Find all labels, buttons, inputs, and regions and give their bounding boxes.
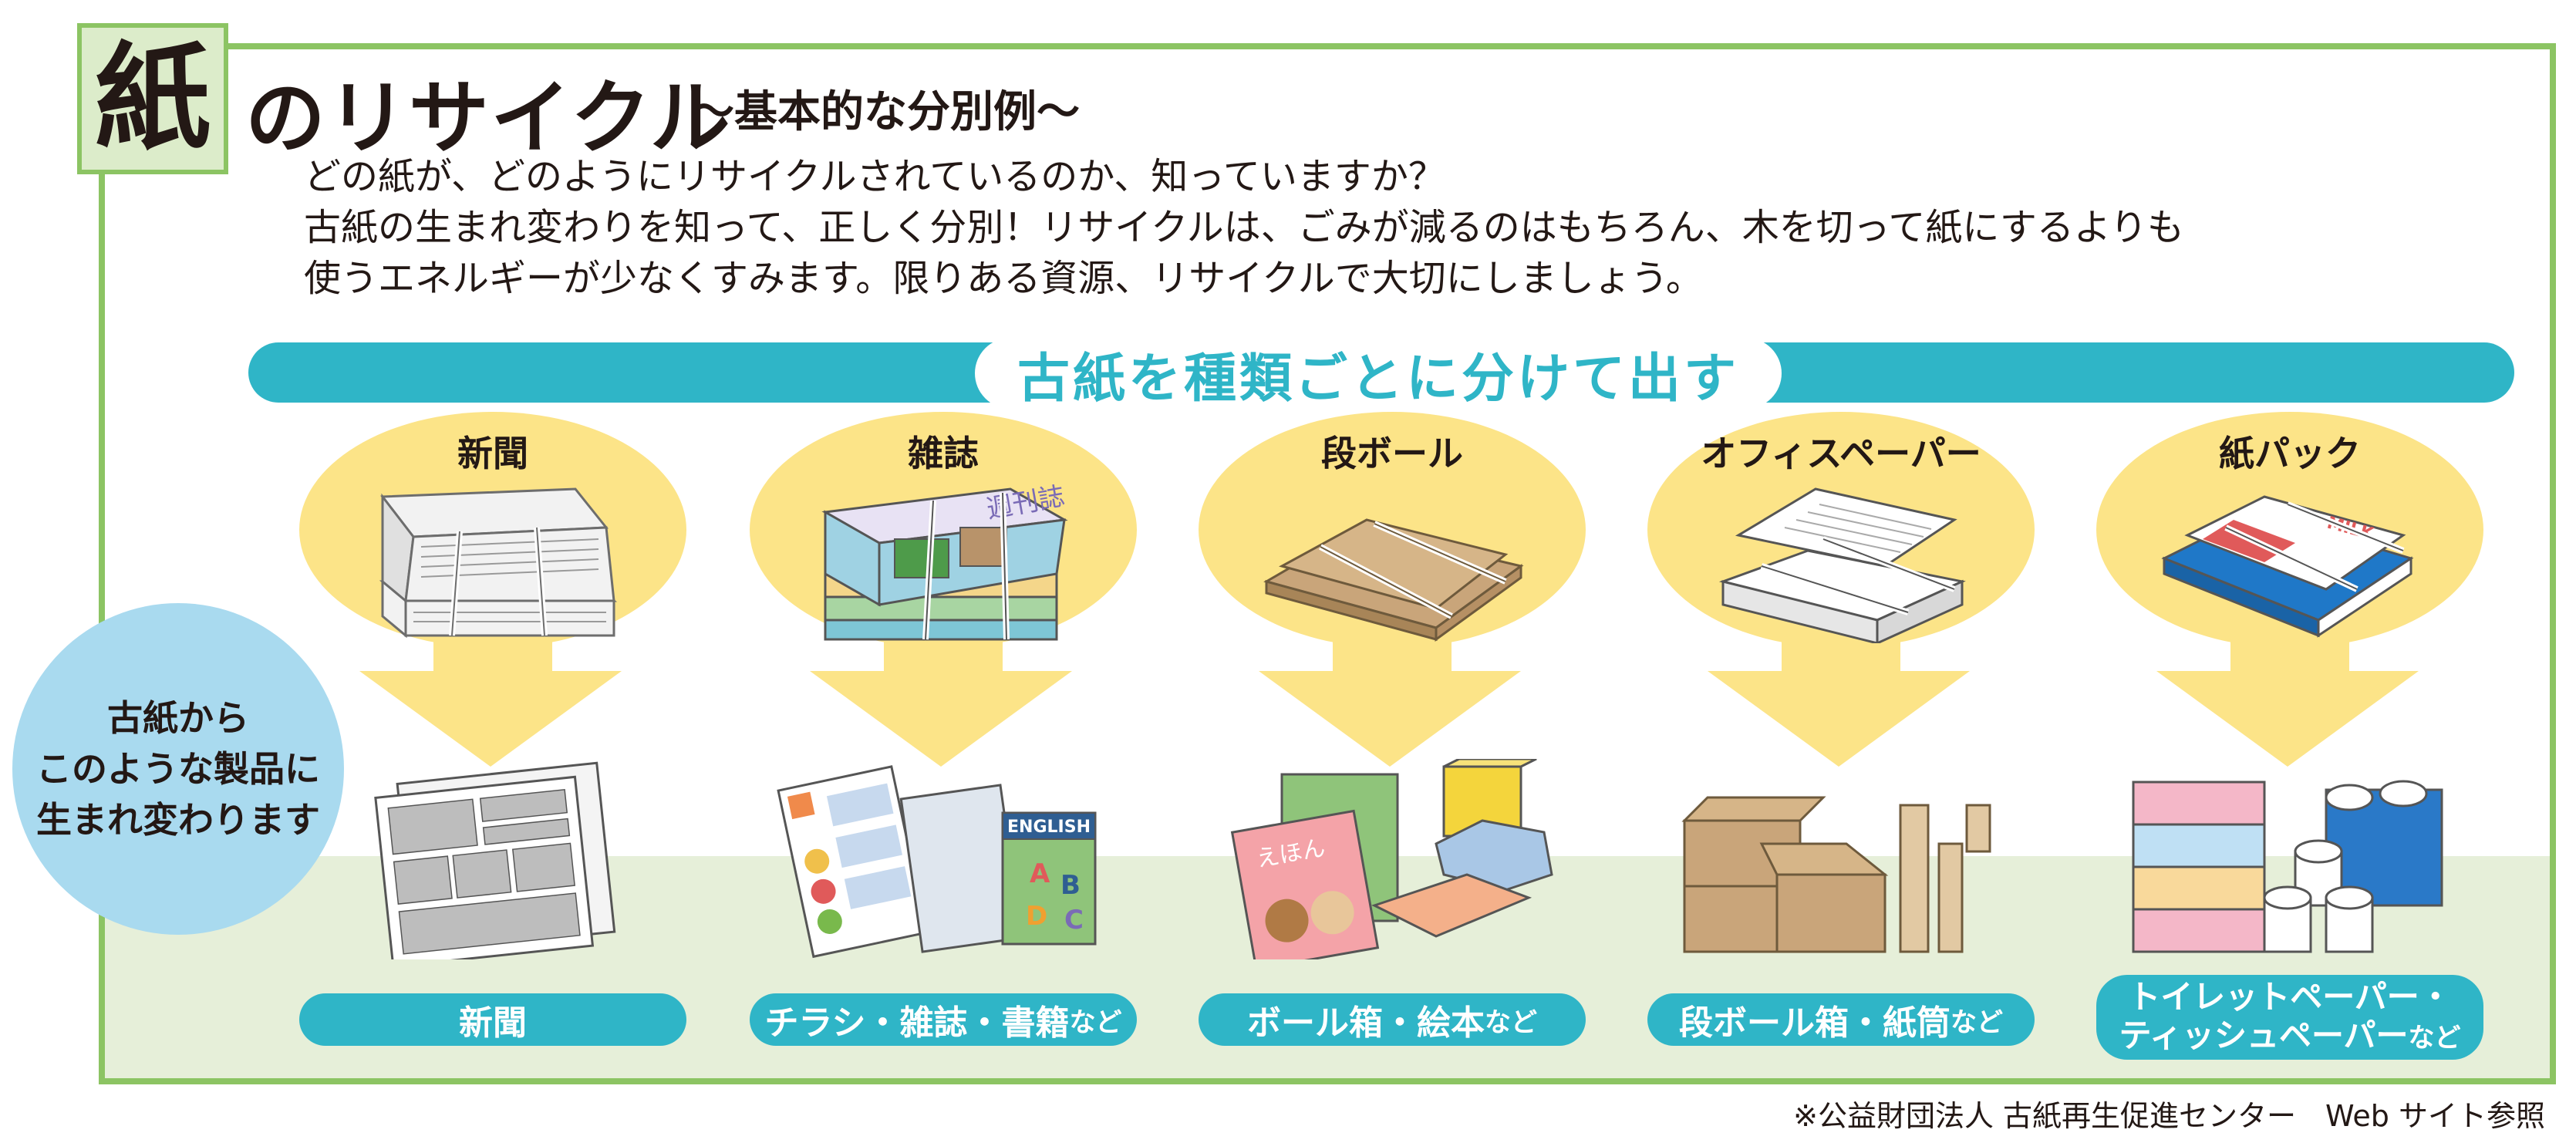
svg-text:ENGLISH: ENGLISH [1007, 818, 1091, 837]
banner-heading: 古紙を種類ごとに分けて出す [975, 338, 1782, 410]
product-label-suffix: など [1485, 1006, 1537, 1038]
svg-text:D: D [1026, 901, 1047, 932]
product-label-text: ボール箱・絵本 [1247, 1003, 1485, 1043]
category-label: 雑誌 [908, 433, 979, 474]
product-label: ボール箱・絵本など [1199, 993, 1586, 1046]
intro-line: 使うエネルギーが少なくすみます。限りある資源、リサイクルで大切にしましょう。 [304, 257, 1703, 300]
recycle-info-circle: 古紙から このような製品に 生まれ変わります [12, 603, 344, 935]
down-arrow-head [1708, 671, 1970, 767]
cardboard-product-icon: えほん [1230, 759, 1553, 959]
magazine-bundle-icon: 週刊誌 [821, 481, 1068, 641]
down-arrow-head [810, 671, 1072, 767]
page-subtitle: ～基本的な分別例～ [691, 87, 1080, 137]
product-label-text: チラシ・雑誌・書籍 [764, 1003, 1070, 1043]
newspaper-bundle-icon [379, 487, 618, 639]
circle-line: 生まれ変わります [36, 799, 320, 841]
product-label-text: ティッシュペーパー [2119, 1016, 2409, 1054]
svg-text:B: B [1060, 870, 1081, 901]
intro-text: どの紙が、どのようにリサイクルされているのか、知っていますか？ 古紙の生まれ変わ… [304, 151, 2184, 304]
title-kanji: 紙 [94, 32, 211, 166]
cardboard-bundle-icon [1263, 518, 1524, 642]
category-newspaper: 新聞 新聞 [282, 412, 699, 1052]
category-office-paper: オフィスペーパー 段ボール箱・紙筒など [1630, 412, 2047, 1052]
category-label: オフィスペーパー [1701, 433, 1981, 474]
product-label: 段ボール箱・紙筒など [1647, 993, 2035, 1046]
down-arrow-head [2156, 671, 2419, 767]
intro-line: 古紙の生まれ変わりを知って、正しく分別！リサイクルは、ごみが減るのはもちろん、木… [304, 206, 2184, 249]
product-label-text: 段ボール箱・紙筒 [1679, 1003, 1951, 1043]
newspaper-product-icon [374, 761, 616, 959]
tissue-toilet-paper-icon [2132, 780, 2443, 953]
page-title: のリサイクル [245, 71, 732, 165]
product-label-line1: トイレットペーパー・ [2128, 977, 2452, 1016]
title-kanji-box: 紙 [77, 23, 228, 174]
product-label-suffix: など [2408, 1022, 2461, 1054]
down-arrow-head [1259, 671, 1521, 767]
category-paper-carton: 紙パック MILK トイレットペーパー・ ティッシュペーパーなど [2079, 412, 2496, 1060]
category-label: 段ボール [1321, 433, 1463, 474]
source-credit: ※公益財団法人 古紙再生促進センター Web サイト参照 [1793, 1099, 2545, 1133]
category-label: 紙パック [2219, 433, 2361, 474]
category-label: 新聞 [457, 433, 528, 474]
product-label: トイレットペーパー・ ティッシュペーパーなど [2096, 975, 2483, 1060]
product-label: 新聞 [299, 993, 686, 1046]
down-arrow-head [359, 671, 622, 767]
milk-carton-bundle-icon: MILK [2161, 495, 2414, 638]
circle-line: このような製品に [36, 748, 320, 790]
office-paper-product-icon [1681, 796, 1991, 953]
office-paper-bundle-icon [1718, 487, 1966, 643]
circle-line: 古紙から [107, 697, 249, 739]
product-label-text: 新聞 [459, 1003, 527, 1043]
category-cardboard: 段ボール えほん ボール箱・絵本など [1182, 412, 1598, 1052]
category-magazine: 雑誌 週刊誌 ENGLISH A B D C [733, 412, 1149, 1052]
svg-text:C: C [1064, 905, 1084, 936]
magazine-product-icon: ENGLISH A B D C [777, 765, 1097, 959]
intro-line: どの紙が、どのようにリサイクルされているのか、知っていますか？ [304, 155, 1445, 198]
svg-text:A: A [1030, 858, 1050, 889]
product-label: チラシ・雑誌・書籍など [750, 993, 1137, 1046]
product-label-suffix: など [1951, 1006, 2003, 1038]
product-label-suffix: など [1069, 1006, 1122, 1038]
